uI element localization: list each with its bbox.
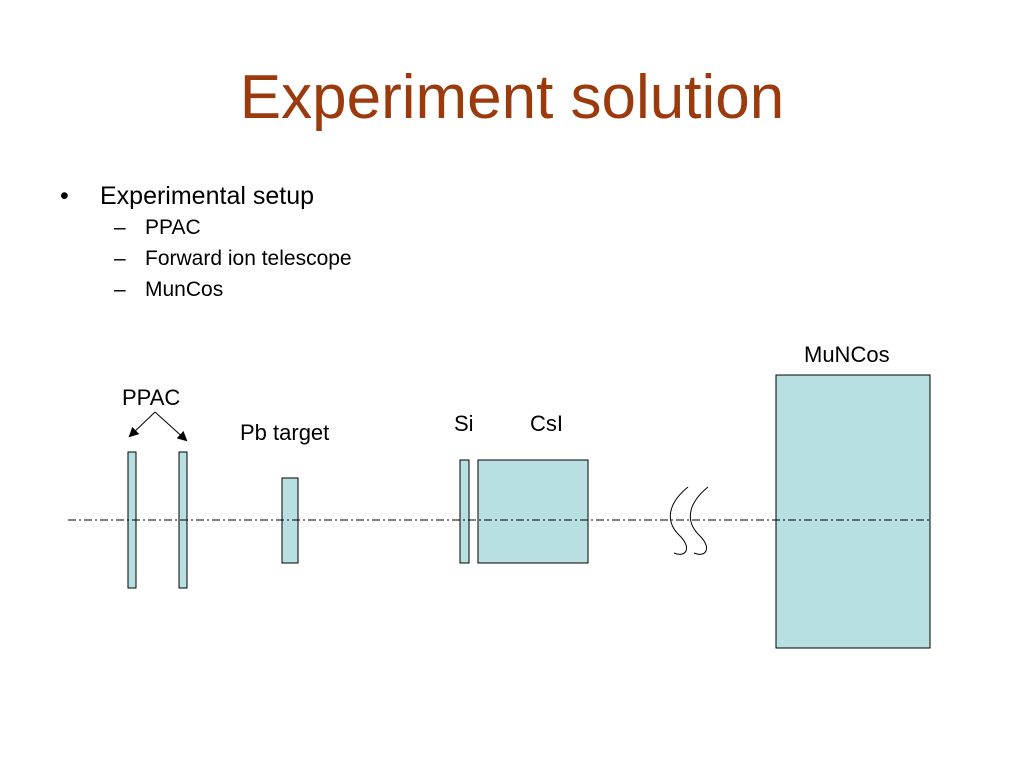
ppac-arrow-right <box>154 411 188 442</box>
bullet-list: •Experimental setup –PPAC –Forward ion t… <box>0 0 1024 320</box>
csi-detector <box>477 459 589 564</box>
sub-bullet-ppac: –PPAC <box>114 214 201 242</box>
sub-bullet-text: MunCos <box>145 278 224 301</box>
si-label: Si <box>454 411 474 436</box>
sub-bullet-marker: – <box>114 247 126 270</box>
sub-bullet-marker: – <box>114 278 126 301</box>
sub-bullet-text: Forward ion telescope <box>145 247 352 270</box>
pb-target-label: Pb target <box>240 420 329 445</box>
sub-bullet-forward-ion-telescope: –Forward ion telescope <box>114 245 352 273</box>
si-detector <box>459 459 470 564</box>
axis-break-right <box>689 486 709 555</box>
bullet-text: Experimental setup <box>100 182 315 210</box>
axis-break-left <box>669 486 689 555</box>
bullet-experimental-setup: • Experimental setup <box>60 180 314 212</box>
muncos-detector <box>775 374 931 649</box>
sub-bullet-muncos: –MunCos <box>114 276 223 304</box>
sub-bullet-text: PPAC <box>145 216 201 239</box>
ppac-arrow-left <box>128 411 156 438</box>
muncos-label: MuNCos <box>804 342 890 367</box>
csi-label: CsI <box>530 411 563 436</box>
slide-title: Experiment solution <box>239 63 785 132</box>
bullet-marker: • <box>60 182 69 210</box>
ppac-label: PPAC <box>122 385 180 410</box>
sub-bullet-marker: – <box>114 216 126 239</box>
